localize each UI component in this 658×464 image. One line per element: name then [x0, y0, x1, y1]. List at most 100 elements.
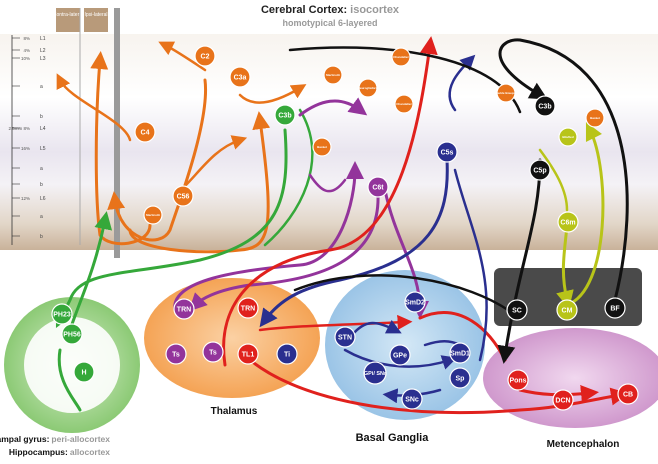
hippocampus-label: Hippocampus:allocortex — [9, 447, 110, 457]
cortex-node-c6t: C6t — [367, 176, 389, 198]
cortex-node-c56-label: C56 — [177, 193, 190, 200]
layer-name: L2 — [40, 48, 46, 54]
layer-name: b — [40, 182, 43, 188]
layer-name: L3 — [40, 56, 46, 62]
bg-node-3: GPi/ SNr — [363, 361, 387, 385]
cortex-node-c5s-label: C5s — [441, 149, 454, 156]
thalamus-node-1-label: TRN — [241, 305, 255, 312]
cortex-node-c2: C2 — [194, 45, 216, 67]
cortex-node-c5s: C5s — [436, 141, 458, 163]
thalamus-node-4: TL1 — [237, 343, 259, 365]
cortex-top — [0, 20, 658, 34]
interneuron-1: Martinotti — [323, 65, 343, 85]
meten-node-pons-label: Pons — [509, 377, 526, 384]
meten-node-cb: CB — [617, 383, 639, 405]
brainstem-node-bf-label: BF — [610, 305, 620, 312]
layer-name: a — [40, 84, 43, 90]
cortex-node-c3b-label: C3b — [278, 112, 291, 119]
layer-name: L6 — [40, 196, 46, 202]
interneuron-1-label: Martinotti — [326, 73, 340, 77]
layer-7: a — [12, 166, 43, 172]
layer-pct: 8% — [23, 36, 30, 41]
brainstem-node-cm-label: CM — [562, 307, 573, 314]
cortex-node-c4-label: C4 — [141, 129, 150, 136]
layer-6: 16% L5 — [12, 146, 46, 152]
bg-node-2-label: GPe — [393, 352, 407, 359]
interneuron-4: Chandelier — [394, 94, 414, 114]
interneuron-8: Bitufted — [558, 127, 578, 147]
thalamus-node-2-label: Ts — [172, 351, 180, 358]
metencephalon-label: Metencephalon — [547, 439, 620, 450]
interneuron-2: Neurogliaform — [358, 78, 379, 98]
interneuron-8-label: Bitufted — [562, 135, 573, 139]
cortex-node-c56: C56 — [172, 185, 194, 207]
cortex-node-c3a: C3a — [229, 66, 251, 88]
layer-pct: 10% — [21, 56, 30, 61]
layer-pct: 16% — [21, 146, 30, 151]
ipsi-bar — [114, 8, 120, 258]
interneuron-3: Chandelier — [391, 47, 411, 67]
hippo-node-ph23: PH23 — [51, 303, 73, 325]
layer-1: 4% L2 — [12, 48, 46, 54]
layer-pct: 4% — [23, 48, 30, 53]
cortex-node-c6m-label: C6m — [560, 219, 575, 226]
bg-node-2: GPe — [389, 344, 411, 366]
nodes: C2C3aC4C56C3bC6tC5sC3bC5pC6mMartinottiMa… — [51, 45, 639, 411]
layer-name: L5 — [40, 146, 46, 152]
bg-node-0: SmD2 — [404, 291, 426, 313]
meten-node-pons: Pons — [507, 369, 529, 391]
basal-ganglia-region — [325, 270, 485, 420]
bg-node-3-label: GPi/ SNr — [364, 371, 387, 377]
hippo-node-h: H — [73, 361, 95, 383]
meten-node-cb-label: CB — [623, 391, 633, 398]
interneuron-5: Double Bouquet — [494, 83, 518, 103]
meten-node-dcn: DCN — [552, 389, 574, 411]
interneuron-2-label: Neurogliaform — [358, 86, 379, 90]
ipsilateral-label: Ipsi-lateral — [84, 12, 107, 18]
parahippocampal-label: Parahippocampal gyrus:peri-allocortex — [0, 434, 110, 444]
layer-name: L1 — [40, 36, 46, 42]
bg-node-5-label: Sp — [456, 375, 465, 382]
layer-name: a — [40, 214, 43, 220]
column-headers: Contra-lateral Ipsi-lateral — [53, 8, 120, 258]
contralateral-label: Contra-lateral — [53, 12, 83, 18]
layer-9: 12%L6 — [12, 196, 46, 202]
hippo-node-h-label: H — [81, 369, 86, 376]
cortex-title: Cerebral Cortex:isocortex — [261, 4, 400, 16]
layer-4: b — [12, 114, 43, 120]
layer-8: b — [12, 182, 43, 188]
layer-5: 2.5mm 8% L4 — [8, 126, 45, 132]
layer-name: L4 — [40, 126, 46, 132]
thalamus-node-3: Ts — [202, 341, 224, 363]
hippo-node-ph56-label: PH56 — [63, 331, 81, 338]
brainstem-node-bf: BF — [604, 297, 626, 319]
bg-node-1-label: STN — [338, 334, 352, 341]
layer-name: b — [40, 114, 43, 120]
bg-node-0-label: SmD2 — [405, 299, 425, 306]
layer-2: 10% L3 — [12, 56, 46, 62]
brainstem-node-cm: CM — [556, 299, 578, 321]
interneuron-6: Basket — [312, 137, 332, 157]
cortex-node-c3b: C3b — [534, 95, 556, 117]
thalamus-node-5-label: Ti — [284, 351, 290, 358]
layer-pct: 2.5mm 8% — [8, 126, 30, 131]
cortex-node-c5p: C5p — [529, 159, 551, 181]
thalamus-node-4-label: TL1 — [242, 351, 255, 358]
thalamus-node-0-label: TRN — [177, 306, 191, 313]
thalamus-node-3-label: Ts — [209, 349, 217, 356]
layer-10: a — [12, 214, 43, 220]
bg-node-1: STN — [334, 326, 356, 348]
hippo-node-ph23-label: PH23 — [53, 311, 71, 318]
layer-11: b — [12, 234, 43, 240]
cortex-node-c3b-label: C3b — [538, 103, 551, 110]
cortex-subtitle: homotypical 6-layered — [282, 18, 377, 28]
thalamus-node-5: Ti — [276, 343, 298, 365]
brainstem-node-sc: SC — [506, 299, 528, 321]
hippo-node-ph56: PH56 — [61, 323, 83, 345]
interneuron-7: Basket — [585, 108, 605, 128]
thalamus-node-0: TRN — [173, 298, 195, 320]
cortex-node-c5p-label: C5p — [533, 167, 546, 174]
thalamus-node-1: TRN — [237, 297, 259, 319]
interneuron-0: Martinotti — [143, 205, 163, 225]
